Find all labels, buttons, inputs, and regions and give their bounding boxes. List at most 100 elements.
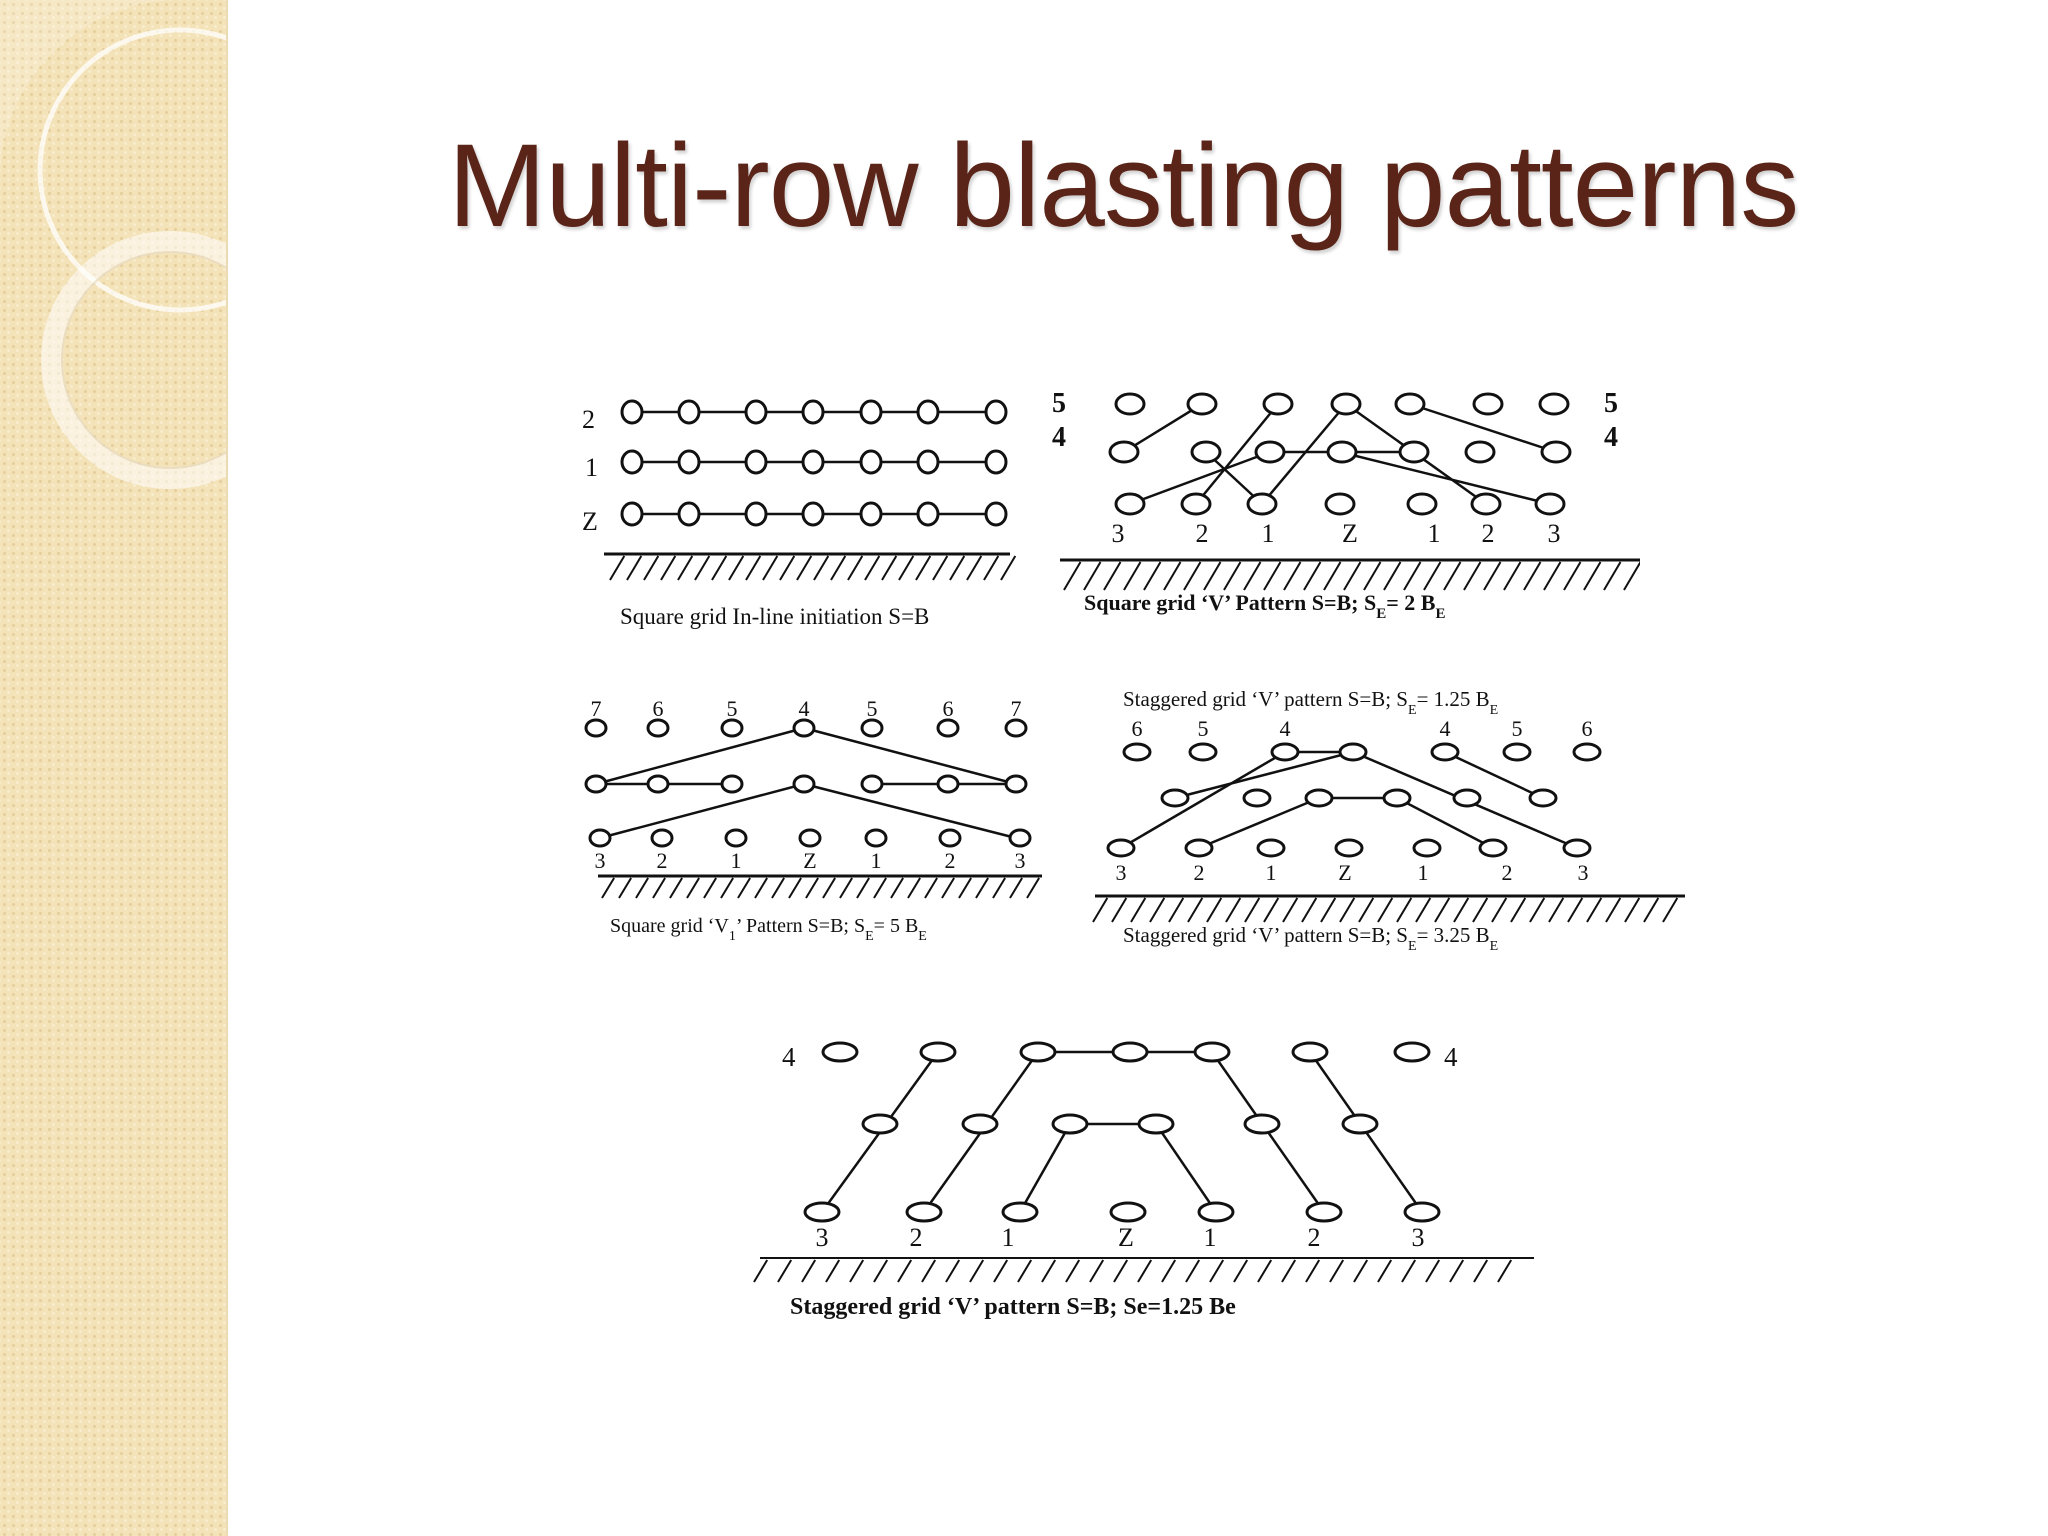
diagram-caption: Staggered grid ‘V’ pattern S=B; Se=1.25 … [790,1294,1236,1320]
hatch-mark [1063,561,1082,591]
hatch-mark [830,555,847,581]
hatch-mark [1472,897,1489,923]
hatch-mark [881,555,898,581]
hatch-mark [1225,897,1242,923]
blast-hole [1193,1041,1231,1063]
blast-hole [860,774,884,794]
delay-label: 2 [657,848,668,873]
hatch-mark [1548,897,1565,923]
hatch-mark [1168,897,1185,923]
connector-lines-group [820,1050,1424,1213]
connector-line [1195,403,1279,505]
hatch-mark [856,877,870,899]
blast-hole [1304,788,1334,808]
hatch-mark [1434,897,1451,923]
hatch-mark [822,877,836,899]
diagram-caption: Square grid ‘V’ Pattern S=B; SE= 2 BE [1084,590,1445,618]
blast-hole [1137,1113,1175,1135]
hatch-mark [1123,561,1142,591]
delay-label: 2 [945,848,956,873]
blast-hole [861,1113,899,1135]
hatch-mark [1149,897,1166,923]
connector-line [1409,402,1557,454]
hatch-mark [1567,897,1584,923]
hatch-mark [825,1259,841,1283]
hatch-mark [1396,897,1413,923]
row-label: 5 [1052,388,1066,419]
hatch-mark [1137,1259,1153,1283]
blast-hole [919,1041,957,1063]
blast-hole [1572,742,1602,762]
hatch-mark [1244,897,1261,923]
row-label: 4 [782,1042,796,1072]
hatch-mark [969,1259,985,1283]
hatch-mark [1163,561,1182,591]
hatch-mark [805,877,819,899]
free-face-hatching [601,877,1040,899]
blast-hole [1270,742,1300,762]
blast-hole [961,1113,999,1135]
row-label: 5 [1604,388,1618,419]
blast-hole [1562,838,1592,858]
blast-hole [1254,440,1286,464]
delay-label: 3 [1015,848,1026,873]
hatch-mark [958,877,972,899]
hatch-mark [1041,1259,1057,1283]
hatch-mark [915,555,932,581]
hatch-mark [1263,561,1282,591]
blast-hole [859,449,883,475]
blast-hole [1184,838,1214,858]
hatch-mark [618,877,632,899]
hatch-mark [609,555,626,581]
blast-hole [905,1201,943,1223]
hatch-mark [754,877,768,899]
diagram-staggered-grid-v-a: Staggered grid ‘V’ pattern S=B; SE= 1.25… [1075,680,1695,950]
hatch-mark [1586,897,1603,923]
hatch-mark [1623,561,1640,591]
hatch-mark [1223,561,1242,591]
blast-hole [1051,1113,1089,1135]
blast-hole [1470,492,1502,516]
hatch-mark [1603,561,1622,591]
delay-label: 2 [1196,519,1209,548]
hatch-mark [1283,561,1302,591]
blast-hole [588,828,612,848]
hatch-mark [660,555,677,581]
hatch-mark [1303,561,1322,591]
hatch-mark [1401,1259,1417,1283]
hatch-mark [1383,561,1402,591]
delay-label: 6 [1132,716,1143,741]
hatch-mark [1257,1259,1273,1283]
blast-hole [1412,838,1442,858]
delay-label: 1 [1002,1223,1015,1252]
delay-label: 3 [1548,519,1561,548]
connector-line [1129,450,1271,506]
blast-hole [916,399,940,425]
hatch-mark [1209,1259,1225,1283]
blast-hole [798,828,822,848]
row-label: 1 [585,453,598,482]
hatch-mark [1185,1259,1201,1283]
blast-hole [938,828,962,848]
blast-hole [1019,1041,1057,1063]
blast-hole [584,718,608,738]
hatch-mark [1183,561,1202,591]
delay-label: Z [1342,519,1358,548]
blast-hole [620,399,644,425]
row-label: Z [582,507,598,536]
hatch-mark [1497,1259,1513,1283]
blast-hole [1452,788,1482,808]
hatch-mark [1491,897,1508,923]
hatch-mark [1026,877,1040,899]
blast-hole [803,1201,841,1223]
delay-label: 7 [591,696,602,721]
hatch-mark [796,555,813,581]
hatch-mark [1187,897,1204,923]
row-label: 4 [1604,422,1618,453]
hatch-mark [907,877,921,899]
blast-hole [864,828,888,848]
